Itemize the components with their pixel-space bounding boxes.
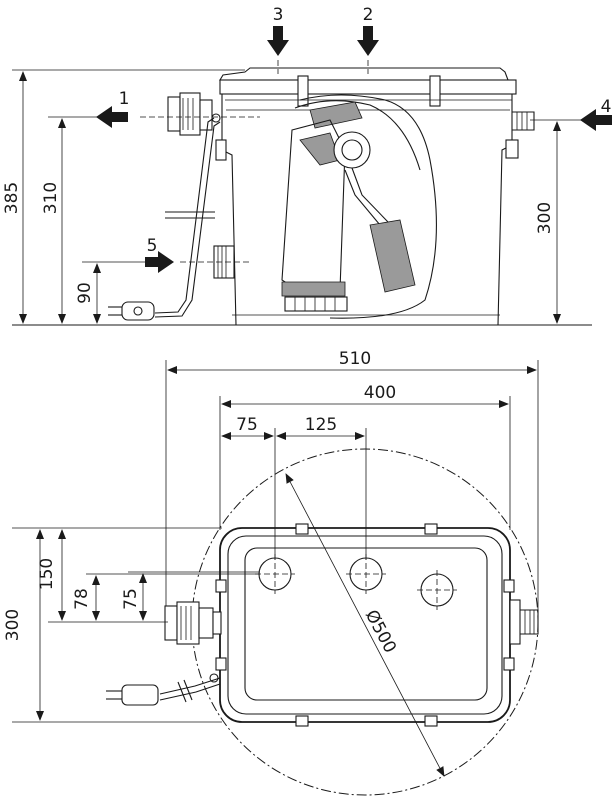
callout-arrow-5: 5	[145, 236, 174, 273]
callout-label-2: 2	[363, 5, 374, 25]
dim-diameter-label: Ø500	[361, 607, 400, 657]
dim-385-label: 385	[2, 182, 22, 214]
right-inlet-nipple	[512, 111, 535, 131]
dim-75-v-label: 75	[121, 588, 141, 610]
top-right-inlet	[509, 599, 539, 645]
low-inlet-stub	[213, 245, 235, 279]
dim-510-label: 510	[339, 349, 371, 369]
dim-90: 90	[75, 263, 101, 324]
dim-300-top-label: 300	[3, 609, 23, 641]
dim-300-side: 300	[535, 121, 561, 324]
tank-lid	[219, 67, 517, 107]
top-outlet-fitting	[164, 601, 222, 645]
power-cable	[108, 117, 221, 321]
callout-arrow-3: 3	[267, 5, 289, 56]
lid-port-1	[255, 554, 295, 594]
top-view: 510 400 75 125	[3, 349, 539, 796]
dim-300-top: 300	[3, 529, 44, 721]
dim-310: 310	[41, 118, 66, 324]
dim-90-label: 90	[75, 282, 95, 304]
lid-port-2	[346, 554, 386, 594]
dim-75-v: 75	[121, 573, 147, 621]
top-power-cable	[106, 673, 221, 706]
callout-arrow-4: 4	[580, 97, 612, 131]
callout-label-3: 3	[273, 5, 284, 25]
outlet-fitting	[167, 92, 221, 136]
dim-diameter: Ø500	[285, 473, 445, 777]
dim-75-h: 75	[221, 415, 274, 440]
dim-125-label: 125	[305, 415, 337, 435]
dim-150: 150	[37, 529, 66, 621]
callout-label-5: 5	[147, 236, 158, 256]
dim-78: 78	[72, 575, 100, 621]
callout-label-4: 4	[601, 97, 612, 117]
callout-label-1: 1	[119, 89, 130, 109]
dim-310-label: 310	[41, 182, 61, 214]
callout-arrow-2: 2	[357, 5, 379, 56]
dim-125: 125	[276, 415, 365, 440]
dim-400-label: 400	[364, 383, 396, 403]
dim-150-label: 150	[37, 558, 57, 590]
lid-port-3	[417, 570, 457, 610]
dim-78-label: 78	[72, 588, 92, 610]
tank-body	[215, 94, 519, 326]
dim-300-side-label: 300	[535, 202, 555, 234]
dim-510: 510	[167, 349, 537, 374]
dim-400: 400	[221, 383, 509, 408]
dim-385: 385	[2, 71, 27, 324]
callout-arrow-1: 1	[96, 89, 129, 128]
dim-75-h-label: 75	[236, 415, 258, 435]
side-view: 3 2 1 4 5 385 310 90	[2, 5, 612, 326]
pump	[281, 94, 437, 319]
